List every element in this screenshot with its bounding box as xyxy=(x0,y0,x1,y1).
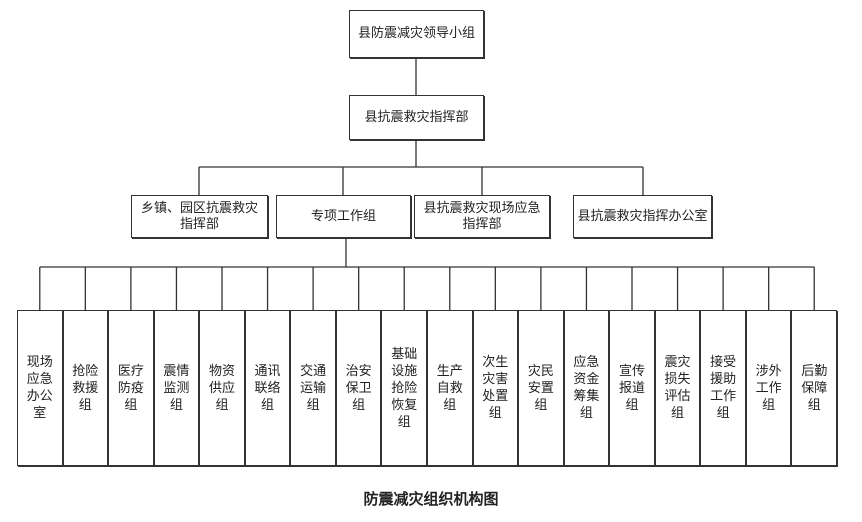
group-box: 震情监测组 xyxy=(153,310,200,466)
group-label: 接受援助工作组 xyxy=(710,355,737,421)
onsite-hq-box: 县抗震救灾现场应急指挥部 xyxy=(414,195,550,238)
leading-group-box: 县防震减灾领导小组 xyxy=(349,10,484,58)
group-label: 涉外工作组 xyxy=(755,363,782,413)
headquarters-box: 县抗震救灾指挥部 xyxy=(349,95,484,140)
group-label: 通讯联络组 xyxy=(254,363,281,413)
group-label: 震灾损失评估组 xyxy=(664,355,691,421)
group-box: 应急资金筹集组 xyxy=(563,310,610,466)
group-label: 物资供应组 xyxy=(208,363,235,413)
group-box: 现场应急办公室 xyxy=(17,310,63,466)
group-label: 现场应急办公室 xyxy=(26,355,53,421)
group-box: 后勤保障组 xyxy=(791,310,837,466)
leading-group-label: 县防震减灾领导小组 xyxy=(357,26,475,41)
group-box: 抢险救援组 xyxy=(62,310,109,466)
group-label: 生产自救组 xyxy=(436,363,463,413)
township-hq-box: 乡镇、园区抗震救灾指挥部 xyxy=(131,195,268,238)
group-label: 宣传报道组 xyxy=(618,363,645,413)
group-label: 交通运输组 xyxy=(300,363,327,413)
group-box: 生产自救组 xyxy=(427,310,473,466)
group-label: 抢险救援组 xyxy=(72,363,99,413)
group-label: 灾民安置组 xyxy=(527,363,554,413)
special-groups-box: 专项工作组 xyxy=(276,195,411,238)
township-hq-label: 乡镇、园区抗震救灾指挥部 xyxy=(140,200,258,232)
group-box: 次生灾害处置组 xyxy=(472,310,519,466)
group-box: 医疗防疫组 xyxy=(108,310,154,466)
group-box: 基础设施抢险恢复组 xyxy=(381,310,427,466)
headquarters-label: 县抗震救灾指挥部 xyxy=(364,109,469,125)
group-label: 后勤保障组 xyxy=(801,363,828,413)
group-box: 物资供应组 xyxy=(199,310,245,466)
group-label: 次生灾害处置组 xyxy=(482,355,509,421)
group-box: 震灾损失评估组 xyxy=(654,310,701,466)
group-label: 震情监测组 xyxy=(163,363,190,413)
hq-office-label: 县抗震救灾指挥办公室 xyxy=(577,208,708,224)
group-box: 通讯联络组 xyxy=(244,310,291,466)
chart-title: 防震减灾组织机构图 xyxy=(363,490,499,508)
hq-office-box: 县抗震救灾指挥办公室 xyxy=(573,195,712,238)
group-box: 交通运输组 xyxy=(290,310,336,466)
group-box: 治安保卫组 xyxy=(335,310,382,466)
group-label: 医疗防疫组 xyxy=(117,363,144,413)
onsite-hq-label: 县抗震救灾现场应急指挥部 xyxy=(423,200,541,232)
group-box: 涉外工作组 xyxy=(745,310,792,466)
group-box: 灾民安置组 xyxy=(518,310,564,466)
group-label: 基础设施抢险恢复组 xyxy=(391,346,418,430)
special-groups-label: 专项工作组 xyxy=(310,208,376,224)
group-box: 宣传报道组 xyxy=(609,310,655,466)
group-label: 治安保卫组 xyxy=(345,363,372,413)
group-label: 应急资金筹集组 xyxy=(573,355,600,421)
group-box: 接受援助工作组 xyxy=(700,310,746,466)
